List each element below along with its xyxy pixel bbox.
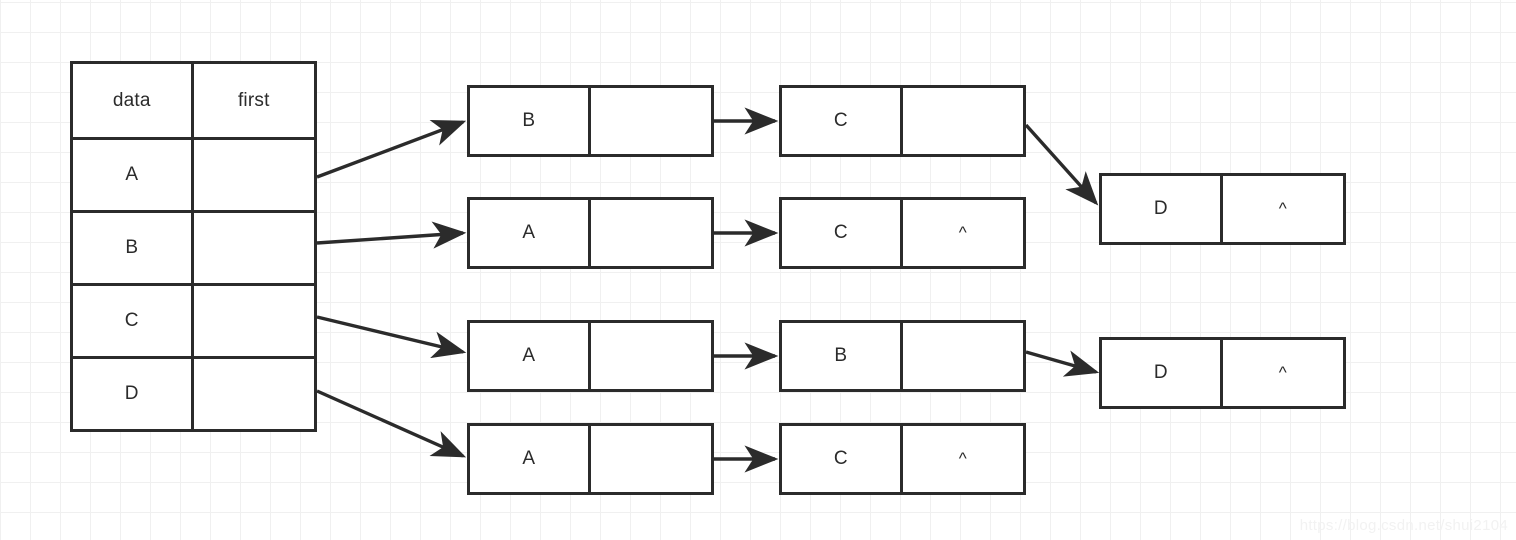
- node-r1-c2-next: [903, 88, 1024, 154]
- index-row-a-data: A: [73, 140, 194, 210]
- node-r3-c1-next: [591, 323, 712, 389]
- node-r3-c2-next: [903, 323, 1024, 389]
- node-r2-c1-data: A: [470, 200, 591, 266]
- node-r4-c2-next: ^: [958, 449, 967, 468]
- node-r2-c2-next: ^: [958, 223, 967, 242]
- node-r1-c3-next: ^: [1278, 199, 1287, 218]
- node-r1-c1-next: [591, 88, 712, 154]
- node-r1-c2[interactable]: C: [779, 85, 1026, 157]
- node-r3-c2[interactable]: B: [779, 320, 1026, 392]
- index-row-b-data: B: [73, 213, 194, 283]
- node-r4-c1[interactable]: A: [467, 423, 714, 495]
- node-r1-c2-data: C: [782, 88, 903, 154]
- index-row-b[interactable]: B: [73, 210, 314, 283]
- index-row-a[interactable]: A: [73, 137, 314, 210]
- node-r3-c3-data: D: [1102, 340, 1223, 406]
- link-table-d-to-row4: [316, 389, 467, 458]
- link-table-a-to-row1: [316, 120, 467, 179]
- watermark: https://blog.csdn.net/shui2104: [1299, 517, 1508, 534]
- node-r1-c3-data: D: [1102, 176, 1223, 242]
- header-cell-data: data: [73, 64, 194, 137]
- node-r3-c1[interactable]: A: [467, 320, 714, 392]
- node-r4-c2-data: C: [782, 426, 903, 492]
- index-row-d-first: [194, 359, 315, 429]
- node-r1-c1-data: B: [470, 88, 591, 154]
- node-r3-c2-data: B: [782, 323, 903, 389]
- index-table: data first A B C D: [70, 61, 317, 432]
- index-row-b-first: [194, 213, 315, 283]
- node-r2-c2[interactable]: C ^: [779, 197, 1026, 269]
- node-r3-c3[interactable]: D ^: [1099, 337, 1346, 409]
- index-row-a-first: [194, 140, 315, 210]
- node-r2-c1-next: [591, 200, 712, 266]
- node-r2-c1[interactable]: A: [467, 197, 714, 269]
- index-row-c-first: [194, 286, 315, 356]
- link-table-b-to-row2: [316, 221, 467, 249]
- index-row-c[interactable]: C: [73, 283, 314, 356]
- index-row-d[interactable]: D: [73, 356, 314, 429]
- node-r4-c1-next: [591, 426, 712, 492]
- node-r1-c1[interactable]: B: [467, 85, 714, 157]
- node-r3-c1-data: A: [470, 323, 591, 389]
- node-r2-c2-data: C: [782, 200, 903, 266]
- index-row-d-data: D: [73, 359, 194, 429]
- index-table-header-row: data first: [73, 64, 314, 137]
- node-r4-c1-data: A: [470, 426, 591, 492]
- link-r1c2-to-r1c3: [1024, 123, 1099, 206]
- node-r4-c2[interactable]: C ^: [779, 423, 1026, 495]
- header-cell-first: first: [237, 89, 270, 111]
- link-r3c2-to-r3c3: [1025, 350, 1100, 377]
- node-r3-c3-next: ^: [1278, 363, 1287, 382]
- index-row-c-data: C: [73, 286, 194, 356]
- link-table-c-to-row3: [316, 315, 467, 359]
- node-r1-c3[interactable]: D ^: [1099, 173, 1346, 245]
